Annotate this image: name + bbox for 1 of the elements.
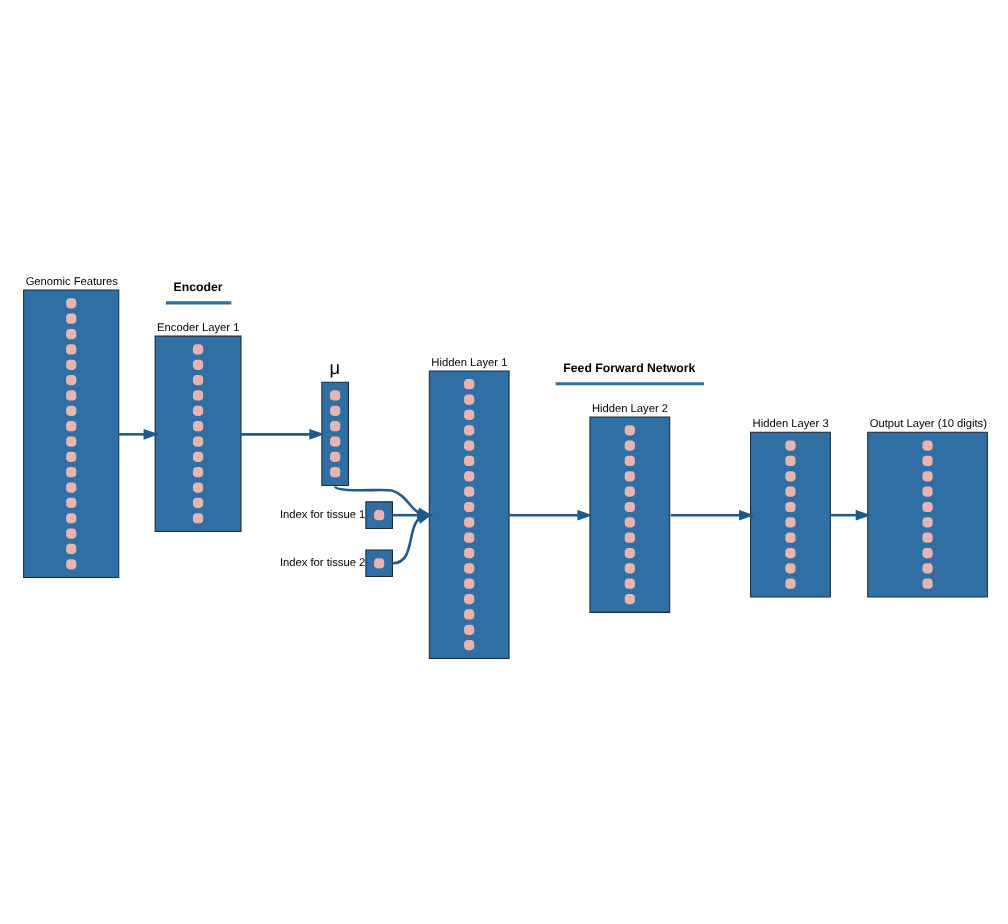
- node-label: μ: [328, 357, 340, 378]
